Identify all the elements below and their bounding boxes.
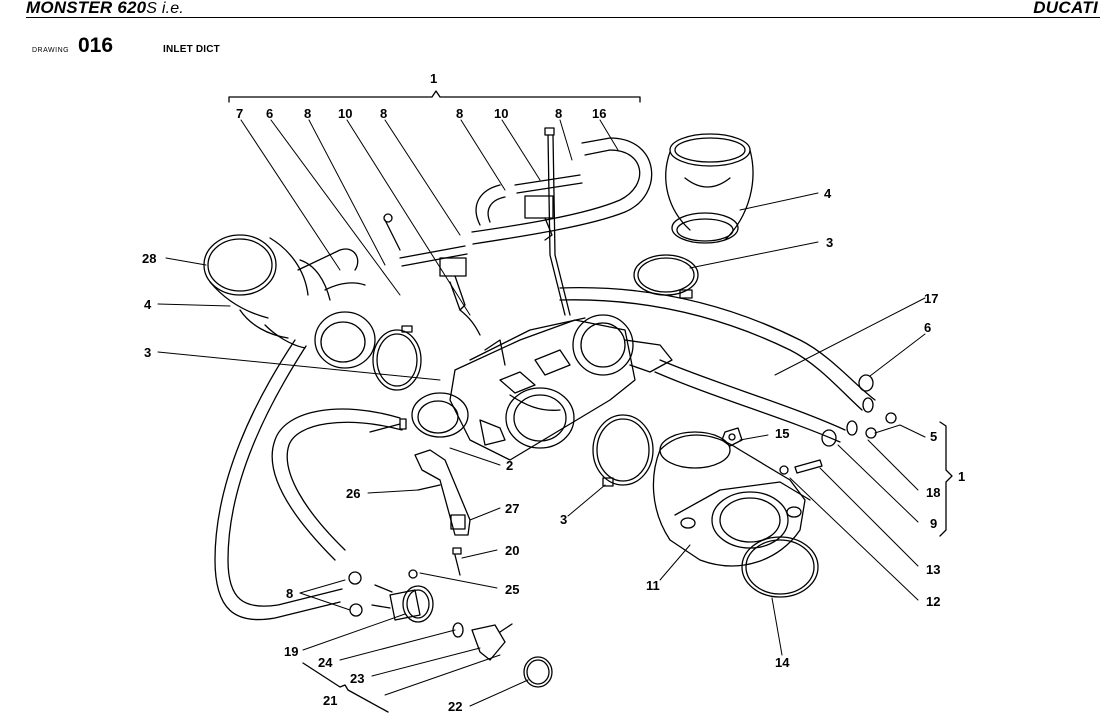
group-bracket-bottom <box>302 662 389 713</box>
left-clamp <box>372 325 422 391</box>
callout-18: 18 <box>926 485 940 500</box>
drawing-number: 016 <box>78 34 114 57</box>
left-loop-hose <box>271 408 403 561</box>
group-bracket-top <box>228 90 641 103</box>
left-long-hose <box>214 339 343 621</box>
callout-4-left: 4 <box>144 297 152 312</box>
model-suffix: S i.e. <box>146 0 184 17</box>
callout-8-d: 8 <box>555 106 562 121</box>
callout-1-right: 1 <box>958 469 965 484</box>
leader-lines <box>157 119 926 707</box>
callout-4-right: 4 <box>824 186 832 201</box>
callout-27: 27 <box>505 501 519 516</box>
callout-23: 23 <box>350 671 364 686</box>
callout-9: 9 <box>930 516 937 531</box>
callout-labels: 1 6 7 8 10 8 8 10 8 16 4 3 28 4 3 17 6 5… <box>142 71 965 714</box>
right-intake-boot <box>665 133 754 244</box>
callout-20: 20 <box>505 543 519 558</box>
callout-5: 5 <box>930 429 937 444</box>
intake-manifold <box>652 431 811 567</box>
o-ring <box>741 536 819 598</box>
left-intake-boot <box>203 234 376 369</box>
callout-25: 25 <box>505 582 519 597</box>
callout-8-bottom: 8 <box>286 586 293 601</box>
callout-8-a: 8 <box>304 106 311 121</box>
callout-8-b: 8 <box>380 106 387 121</box>
callout-7: 7 <box>236 106 243 121</box>
callout-15: 15 <box>775 426 789 441</box>
injector-assembly-left <box>383 213 481 336</box>
throttle-body <box>411 314 673 461</box>
top-hose-loop <box>471 137 653 245</box>
drawing-title: INLET DICT <box>163 44 220 55</box>
callout-1-top: 1 <box>430 71 437 86</box>
callout-16: 16 <box>592 106 606 121</box>
mounting-bracket <box>414 449 471 536</box>
model-name: MONSTER 620S i.e. <box>26 0 184 17</box>
callout-19: 19 <box>284 644 298 659</box>
callout-22: 22 <box>448 699 462 714</box>
callout-2: 2 <box>506 458 513 473</box>
callout-17: 17 <box>924 291 938 306</box>
callout-13: 13 <box>926 562 940 577</box>
callout-26: 26 <box>346 486 360 501</box>
page-header: MONSTER 620S i.e. DUCATI <box>0 0 1110 20</box>
center-clamp <box>592 414 654 487</box>
callout-3-center: 3 <box>560 512 567 527</box>
screws <box>369 418 462 576</box>
injector-assembly-right <box>514 127 583 316</box>
callout-14: 14 <box>775 655 790 670</box>
callout-11: 11 <box>646 578 660 593</box>
callout-3-right: 3 <box>826 235 833 250</box>
callout-10-b: 10 <box>494 106 508 121</box>
drawing-label: DRAWING <box>32 47 70 54</box>
right-long-hose <box>559 287 876 443</box>
brand-name: DUCATI <box>1033 0 1098 17</box>
callout-21: 21 <box>323 693 337 708</box>
small-fittings-right <box>721 374 897 475</box>
callout-10-a: 10 <box>338 106 352 121</box>
callout-6-top: 6 <box>266 106 273 121</box>
group-bracket-right <box>939 421 953 537</box>
callout-28: 28 <box>142 251 156 266</box>
callout-24: 24 <box>318 655 333 670</box>
right-clamp-top <box>633 254 699 299</box>
header-rule <box>26 17 1100 18</box>
callout-3-left: 3 <box>144 345 151 360</box>
callout-8-c: 8 <box>456 106 463 121</box>
idle-valve-assembly <box>348 569 553 688</box>
callout-12: 12 <box>926 594 940 609</box>
callout-6-right: 6 <box>924 320 931 335</box>
